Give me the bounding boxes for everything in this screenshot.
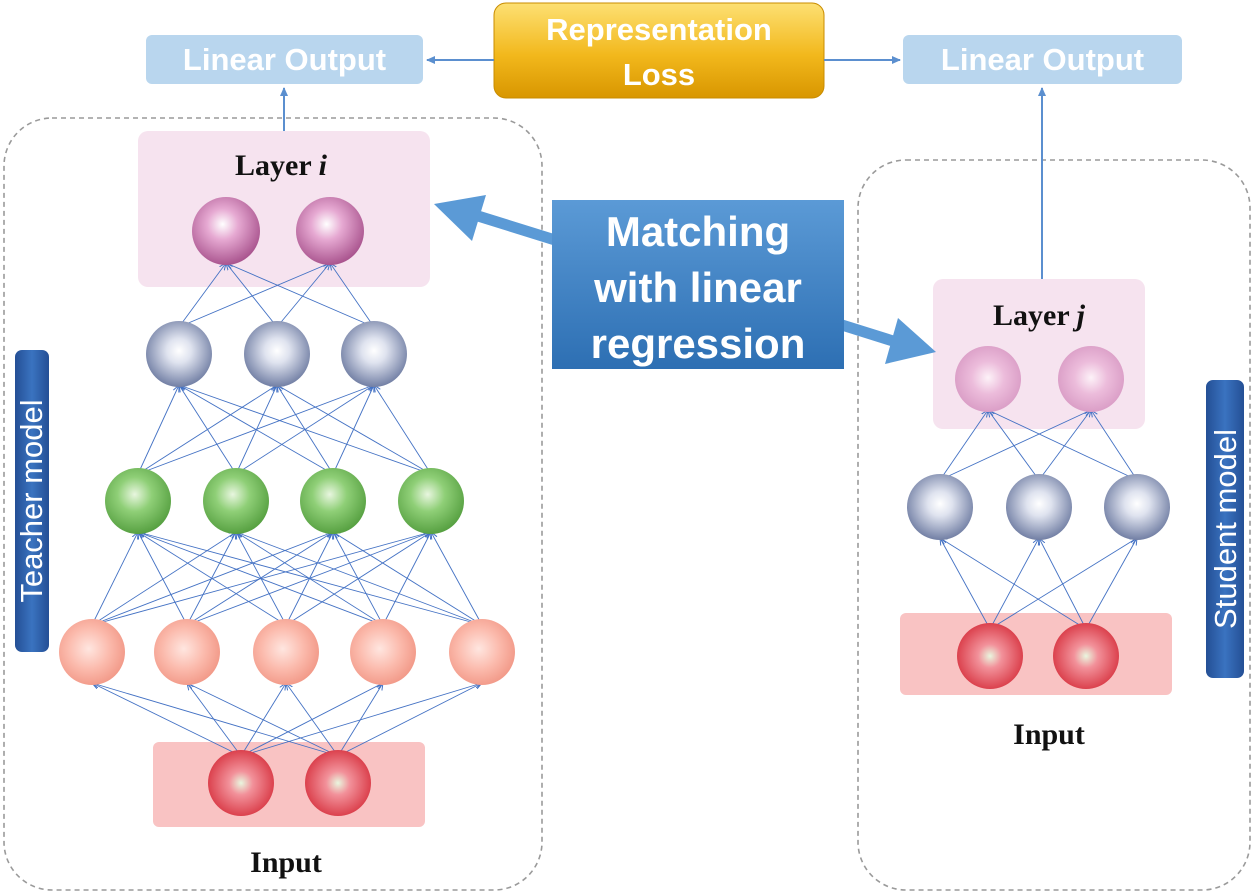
teacher-neuron-hidden1-1 (59, 619, 125, 685)
teacher-edge-hidden3-1-to-layer-i-1 (276, 263, 330, 328)
right-linear-output-box (903, 35, 1182, 84)
teacher-edge-hidden1-0-to-hidden2-1 (91, 532, 236, 626)
student-edge-input-1-to-hidden1-1 (1039, 538, 1087, 630)
teacher-model-tab (15, 350, 49, 652)
teacher-edge-input-1-to-hidden1-2 (286, 683, 339, 757)
teacher-model-container (3, 117, 543, 891)
teacher-edge-hidden1-3-to-hidden2-0 (138, 532, 384, 626)
teacher-edge-hidden1-4-to-hidden2-0 (138, 532, 483, 626)
teacher-edge-hidden2-3-to-hidden3-1 (277, 385, 432, 475)
teacher-edge-hidden2-1-to-hidden3-0 (179, 385, 237, 475)
matching-arrow-left (434, 195, 557, 246)
student-neuron-hidden1-1 (907, 474, 973, 540)
teacher-edge-hidden2-0-to-hidden3-0 (137, 385, 179, 475)
teacher-edge-hidden3-2-to-layer-i-1 (330, 263, 375, 328)
teacher-neuron-layer-i-1 (192, 197, 260, 265)
student-layer-title: Layer j (993, 299, 1086, 332)
teacher-edge-hidden1-4-to-hidden2-3 (431, 532, 483, 626)
matching-box (552, 200, 844, 369)
teacher-neuron-hidden1-4 (350, 619, 416, 685)
teacher-neuron-layer-i-2 (296, 197, 364, 265)
student-model-container (857, 159, 1251, 891)
student-edge-hidden1-0-to-layer-j-1 (939, 410, 1091, 481)
teacher-edge-hidden1-1-to-hidden2-0 (138, 532, 188, 626)
matching-line3: regression (591, 320, 806, 367)
student-edge-hidden1-2-to-layer-j-0 (988, 410, 1138, 481)
student-edge-input-0-to-hidden1-0 (940, 538, 991, 630)
teacher-edge-hidden3-2-to-layer-i-0 (226, 263, 375, 328)
student-edge-input-1-to-hidden1-0 (940, 538, 1087, 630)
teacher-neuron-hidden3-3 (341, 321, 407, 387)
teacher-edge-hidden1-4-to-hidden2-1 (236, 532, 483, 626)
teacher-edge-input-0-to-hidden1-0 (92, 683, 242, 757)
student-input-label: Input (1013, 718, 1085, 751)
teacher-edge-hidden1-4-to-hidden2-2 (333, 532, 483, 626)
teacher-layer-title: Layer i (235, 149, 328, 182)
teacher-neuron-hidden1-5 (449, 619, 515, 685)
teacher-neuron-input-2 (305, 750, 371, 816)
teacher-neuron-input-1 (208, 750, 274, 816)
student-neuron-input-1 (957, 623, 1023, 689)
student-model-label: Student model (1208, 429, 1243, 629)
teacher-input-box (153, 742, 425, 827)
teacher-neuron-hidden2-2 (203, 468, 269, 534)
teacher-neuron-hidden2-4 (398, 468, 464, 534)
teacher-model-label: Teacher model (14, 399, 49, 602)
matching-line1: Matching (606, 208, 790, 255)
teacher-neuron-hidden2-1 (105, 468, 171, 534)
teacher-input-label: Input (250, 846, 322, 879)
teacher-edge-input-1-to-hidden1-0 (92, 683, 339, 757)
teacher-edge-hidden3-0-to-layer-i-1 (178, 263, 330, 328)
representation-loss-box (493, 2, 825, 99)
teacher-edge-input-1-to-hidden1-3 (337, 683, 383, 757)
teacher-neuron-hidden3-2 (244, 321, 310, 387)
student-edge-hidden1-1-to-layer-j-0 (988, 410, 1040, 481)
teacher-edge-input-1-to-hidden1-1 (187, 683, 339, 757)
representation-loss-line1: Representation (546, 12, 772, 47)
student-edge-hidden1-0-to-layer-j-0 (939, 410, 988, 481)
student-edge-hidden1-1-to-layer-j-1 (1038, 410, 1091, 481)
student-edge-input-0-to-hidden1-1 (989, 538, 1039, 630)
student-edge-input-1-to-hidden1-2 (1085, 538, 1137, 630)
teacher-edge-hidden2-2-to-hidden3-0 (179, 385, 334, 475)
teacher-edge-hidden2-3-to-hidden3-2 (374, 385, 432, 475)
teacher-edge-input-0-to-hidden1-4 (240, 683, 482, 757)
student-edge-input-0-to-hidden1-2 (989, 538, 1137, 630)
matching-line2: with linear (593, 264, 802, 311)
teacher-neuron-hidden2-3 (300, 468, 366, 534)
student-edge-hidden1-2-to-layer-j-1 (1091, 410, 1138, 481)
teacher-edge-hidden3-1-to-layer-i-0 (226, 263, 278, 328)
network-neurons (59, 197, 1170, 816)
teacher-neuron-hidden1-3 (253, 619, 319, 685)
student-neuron-layer-j-2 (1058, 346, 1124, 412)
student-neuron-hidden1-3 (1104, 474, 1170, 540)
student-neuron-layer-j-1 (955, 346, 1021, 412)
student-neuron-hidden1-2 (1006, 474, 1072, 540)
student-model-tab (1206, 380, 1244, 678)
representation-loss-line2: Loss (623, 57, 695, 92)
teacher-edge-hidden1-2-to-hidden2-0 (138, 532, 287, 626)
teacher-edge-hidden3-0-to-layer-i-0 (178, 263, 226, 328)
matching-arrow-right (840, 318, 936, 364)
teacher-edge-input-1-to-hidden1-4 (337, 683, 482, 757)
right-linear-output-label: Linear Output (941, 42, 1144, 77)
student-input-box (900, 613, 1172, 695)
teacher-neuron-hidden3-1 (146, 321, 212, 387)
student-neuron-input-2 (1053, 623, 1119, 689)
left-linear-output-box (146, 35, 423, 84)
teacher-edge-hidden2-3-to-hidden3-0 (179, 385, 432, 475)
teacher-edge-hidden1-0-to-hidden2-0 (91, 532, 138, 626)
teacher-neuron-hidden1-2 (154, 619, 220, 685)
network-edges (91, 263, 1138, 757)
left-linear-output-label: Linear Output (183, 42, 386, 77)
